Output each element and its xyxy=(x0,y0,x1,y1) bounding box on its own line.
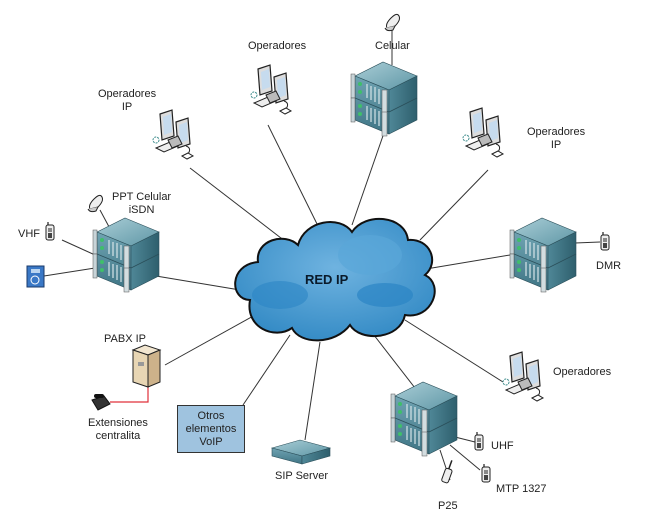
link-dmr-phone xyxy=(574,241,601,244)
label-line: elementos xyxy=(185,422,237,435)
label-sip-server: SIP Server xyxy=(275,470,328,482)
cellphone-icon xyxy=(384,13,400,32)
sip-server-icon xyxy=(270,439,332,465)
label-p25: P25 xyxy=(438,500,458,512)
dmr-radio-icon xyxy=(600,231,610,251)
label-line: Otros xyxy=(197,409,225,422)
label-operadores-top: Operadores xyxy=(248,40,307,52)
link-vhf xyxy=(61,239,96,256)
workstation-operadores-top-icon xyxy=(250,64,292,115)
desk-phone-icon xyxy=(91,394,111,411)
label-operadores-bottom: Operadores xyxy=(553,366,612,378)
label-line: VoIP xyxy=(199,435,223,448)
label-pabx: PABX IP xyxy=(104,333,146,345)
label-dmr: DMR xyxy=(596,260,622,272)
vhf-radio-icon xyxy=(45,221,55,241)
server-celular-icon xyxy=(350,61,418,137)
link-operadores-ip-right xyxy=(419,169,489,241)
link-operadores-bottom xyxy=(404,319,504,383)
link-dmr-server xyxy=(419,254,511,271)
link-extensiones xyxy=(110,385,149,403)
label-line: IP xyxy=(121,101,133,113)
server-dmr-icon xyxy=(509,217,577,293)
link-operadores-top xyxy=(267,124,321,231)
network-links xyxy=(43,30,601,481)
label-operadores-ip-right: Operadores IP xyxy=(527,126,585,152)
otros-voip-box: Otros elementos VoIP xyxy=(177,405,245,453)
link-sip xyxy=(304,341,321,441)
pabx-icon xyxy=(131,344,162,388)
link-ppt-server xyxy=(149,274,241,291)
label-extensiones: Extensiones centralita xyxy=(88,417,148,443)
label-uhf: UHF xyxy=(491,440,514,452)
link-voip xyxy=(242,334,291,406)
link-operadores-ip-left xyxy=(189,167,291,246)
tetra-device-icon xyxy=(26,265,45,288)
link-pabx xyxy=(164,314,256,366)
cloud-puff xyxy=(338,235,402,275)
label-line: Extensiones xyxy=(88,417,148,429)
link-uhf xyxy=(454,436,476,443)
server-ppt-icon xyxy=(92,217,160,293)
ppt-phone-icon xyxy=(87,194,103,213)
workstation-operadores-bottom-icon xyxy=(502,351,544,402)
mtp-radio-icon xyxy=(481,463,491,483)
label-ppt-celular: PPT Celular iSDN xyxy=(112,191,171,217)
label-line: IP xyxy=(550,139,562,151)
uhf-radio-icon xyxy=(474,431,484,451)
label-vhf: VHF xyxy=(18,228,40,240)
server-radio-icon xyxy=(390,381,458,457)
cloud-label: RED IP xyxy=(305,272,349,287)
workstation-operadores-ip-left-icon xyxy=(152,109,194,160)
label-line: PPT Celular xyxy=(112,191,172,203)
cloud-puff xyxy=(252,281,308,309)
label-operadores-ip-left: Operadores IP xyxy=(98,88,156,114)
link-celular-server xyxy=(351,129,386,226)
label-line: Operadores xyxy=(527,126,586,138)
label-line: centralita xyxy=(95,430,141,442)
link-mtp xyxy=(449,444,481,471)
workstation-operadores-ip-right-icon xyxy=(462,107,504,158)
label-mtp: MTP 1327 xyxy=(496,483,547,495)
label-line: Operadores xyxy=(98,88,157,100)
label-line: iSDN xyxy=(128,204,155,216)
label-celular: Celular xyxy=(375,40,410,52)
link-bottom-server xyxy=(369,329,416,389)
link-iscoder xyxy=(43,267,96,277)
cloud-puff xyxy=(357,283,413,307)
p25-radio-icon xyxy=(441,460,453,484)
